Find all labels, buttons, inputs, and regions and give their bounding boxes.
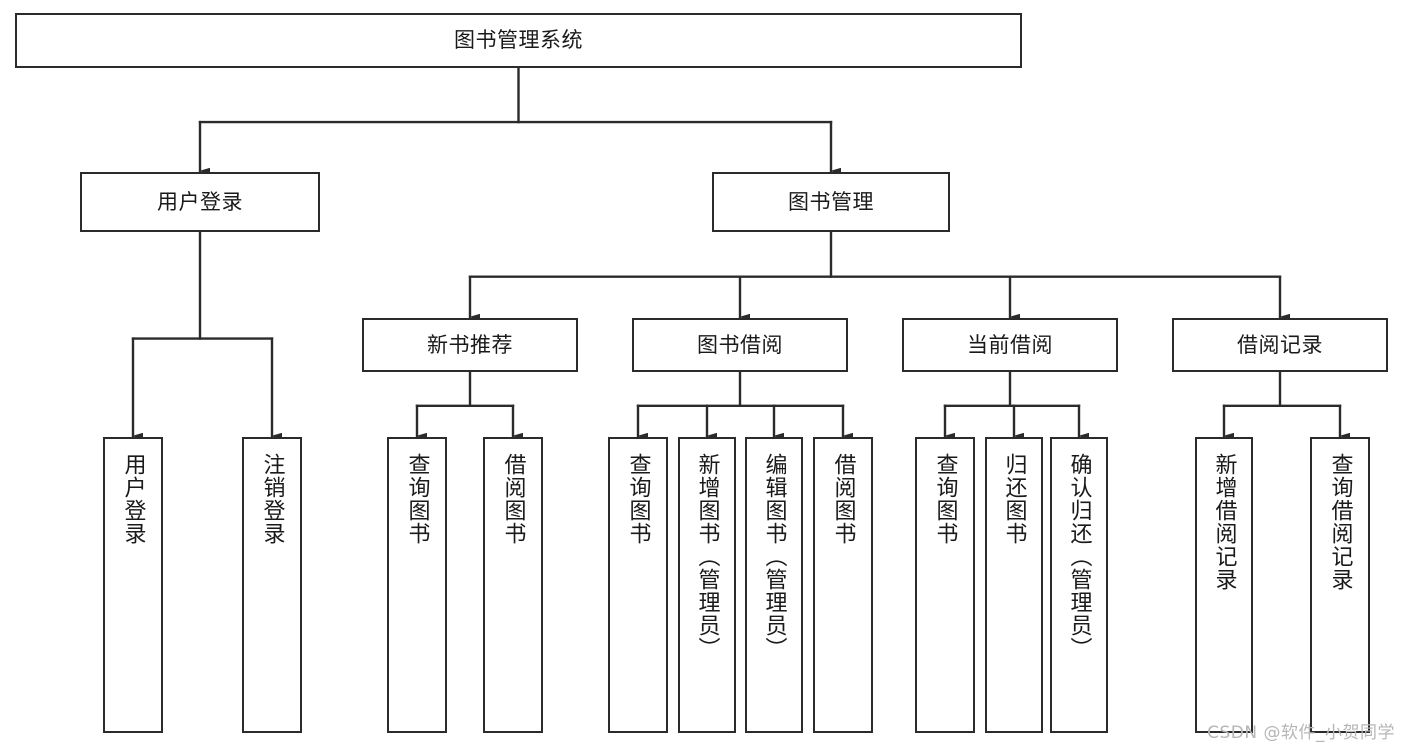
node-leaf14[interactable]: 查询借阅记录 [1310, 437, 1370, 733]
node-leaf8[interactable]: 借阅图书 [813, 437, 873, 733]
node-leaf9[interactable]: 查询图书 [915, 437, 975, 733]
node-label: 图书管理 [788, 189, 874, 214]
node-leaf13[interactable]: 新增借阅记录 [1195, 437, 1253, 733]
connector-edges [131, 66, 1350, 440]
node-borrow[interactable]: 图书借阅 [632, 318, 848, 372]
node-label: 查询图书 [625, 453, 651, 545]
node-label: 借阅记录 [1237, 332, 1323, 357]
node-current[interactable]: 当前借阅 [902, 318, 1118, 372]
node-label: 查询借阅记录 [1327, 453, 1353, 591]
node-leaf6[interactable]: 新增图书（管理员） [678, 437, 736, 733]
node-label: 查询图书 [932, 453, 958, 545]
node-label: 新增借阅记录 [1211, 453, 1237, 591]
node-newbook[interactable]: 新书推荐 [362, 318, 578, 372]
node-label: 用户登录 [120, 453, 146, 545]
node-leaf7[interactable]: 编辑图书（管理员） [745, 437, 803, 733]
node-label: 当前借阅 [967, 332, 1053, 357]
node-label: 图书借阅 [697, 332, 783, 357]
node-login[interactable]: 用户登录 [80, 172, 320, 232]
node-leaf10[interactable]: 归还图书 [985, 437, 1043, 733]
node-label: 新增图书（管理员） [694, 453, 720, 660]
node-leaf1[interactable]: 用户登录 [103, 437, 163, 733]
node-label: 归还图书 [1001, 453, 1027, 545]
node-label: 新书推荐 [427, 332, 513, 357]
node-records[interactable]: 借阅记录 [1172, 318, 1388, 372]
node-label: 确认归还（管理员） [1066, 453, 1092, 660]
node-leaf3[interactable]: 查询图书 [387, 437, 447, 733]
node-label: 借阅图书 [830, 453, 856, 545]
node-leaf2[interactable]: 注销登录 [242, 437, 302, 733]
node-label: 借阅图书 [500, 453, 526, 545]
node-label: 编辑图书（管理员） [761, 453, 787, 660]
node-root[interactable]: 图书管理系统 [15, 13, 1022, 68]
node-label: 查询图书 [404, 453, 430, 545]
node-leaf4[interactable]: 借阅图书 [483, 437, 543, 733]
node-label: 用户登录 [157, 189, 243, 214]
node-label: 图书管理系统 [454, 28, 583, 53]
node-leaf5[interactable]: 查询图书 [608, 437, 668, 733]
node-label: 注销登录 [259, 453, 285, 545]
node-bookmgmt[interactable]: 图书管理 [712, 172, 950, 232]
node-leaf11[interactable]: 确认归还（管理员） [1050, 437, 1108, 733]
